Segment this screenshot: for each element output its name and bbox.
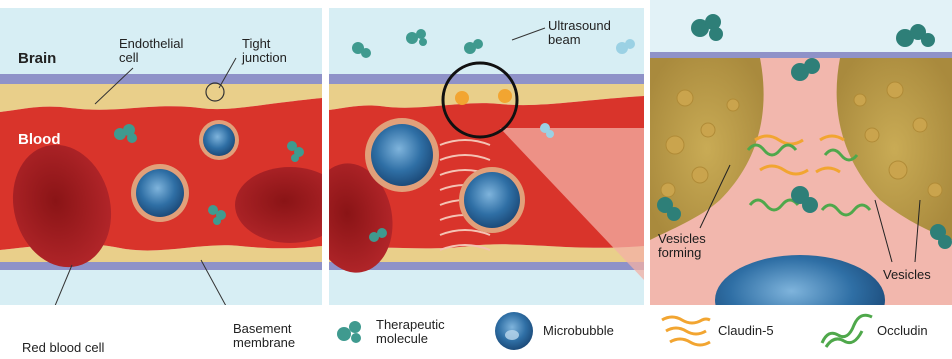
- red-blood-cell: [235, 167, 345, 243]
- tight-junction-label: Tight junction: [242, 37, 287, 65]
- brain-region-lower: [0, 266, 322, 306]
- basement-membrane-top: [0, 74, 322, 84]
- brain-label: Brain: [18, 52, 56, 66]
- microbubble: [136, 169, 184, 217]
- legend-therapeutic-icon: [337, 321, 361, 343]
- legend-microbubble-icon: [495, 312, 533, 350]
- legend-claudin-icon: [662, 317, 710, 345]
- basement-membrane-bottom: [0, 262, 322, 270]
- legend-occludin-label: Occludin: [877, 324, 928, 338]
- vesicles-forming-label: Vesicles forming: [658, 232, 706, 260]
- panel-3: [650, 0, 952, 345]
- microbubble: [203, 124, 235, 156]
- basement-membrane-top: [329, 74, 644, 84]
- microbubble: [371, 124, 433, 186]
- ultrasound-beam-label: Ultrasound beam: [548, 19, 611, 47]
- basement-membrane: [650, 52, 952, 58]
- legend-claudin-label: Claudin-5: [718, 324, 774, 338]
- endothelial-cell-label: Endothelial cell: [119, 37, 183, 65]
- legend-therapeutic-label: Therapeutic molecule: [376, 318, 445, 346]
- blood-label: Blood: [18, 133, 61, 147]
- legend-microbubble-label: Microbubble: [543, 324, 614, 338]
- basement-membrane-label: Basement membrane: [233, 322, 295, 350]
- red-blood-cell-label: Red blood cell: [22, 341, 104, 355]
- vesicles-label: Vesicles: [883, 268, 931, 282]
- legend-occludin-icon: [822, 315, 872, 347]
- microbubble: [464, 172, 520, 228]
- brain-region-lower: [329, 266, 644, 306]
